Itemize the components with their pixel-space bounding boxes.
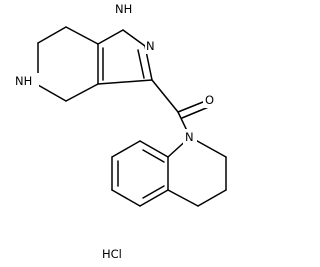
- atom-label-n-pyrazole: N: [145, 38, 159, 54]
- bond: [97, 79, 153, 85]
- tetrahydropyridine-ring: [37, 26, 99, 102]
- bond: [65, 26, 99, 45]
- salt-label: HCl: [102, 247, 122, 261]
- bond: [37, 84, 67, 102]
- bond: [167, 189, 199, 207]
- molecule-drawing: NH N NH O N HCl: [13, 1, 227, 261]
- bond: [97, 29, 124, 45]
- atom-label-nh-piperidine: NH: [13, 73, 39, 89]
- bond: [65, 83, 99, 102]
- bond: [139, 189, 169, 207]
- bond: [37, 26, 67, 44]
- bond: [142, 185, 165, 199]
- bond: [139, 140, 169, 158]
- bond: [111, 189, 141, 207]
- bond: [151, 79, 179, 113]
- atom-label-nh-pyrazole: NH: [113, 1, 137, 17]
- atom-label: NH: [115, 2, 132, 16]
- bond: [137, 49, 145, 79]
- bond: [142, 149, 165, 163]
- atom-label: NH: [15, 74, 32, 88]
- pyrazole-ring: [97, 29, 153, 85]
- atom-label: N: [146, 39, 155, 53]
- saturated-ring: [167, 136, 227, 207]
- carbonyl-linker: [151, 79, 212, 138]
- atom-label: O: [205, 93, 214, 107]
- bond: [122, 29, 146, 47]
- benzene-ring: [111, 140, 169, 207]
- structure-canvas: NH N NH O N HCl: [13, 1, 227, 261]
- bond: [111, 140, 141, 158]
- bond: [197, 189, 227, 207]
- atom-label-n-quinoline: N: [183, 129, 197, 145]
- atom-label: N: [185, 130, 194, 144]
- atom-label-o-carbonyl: O: [203, 92, 217, 108]
